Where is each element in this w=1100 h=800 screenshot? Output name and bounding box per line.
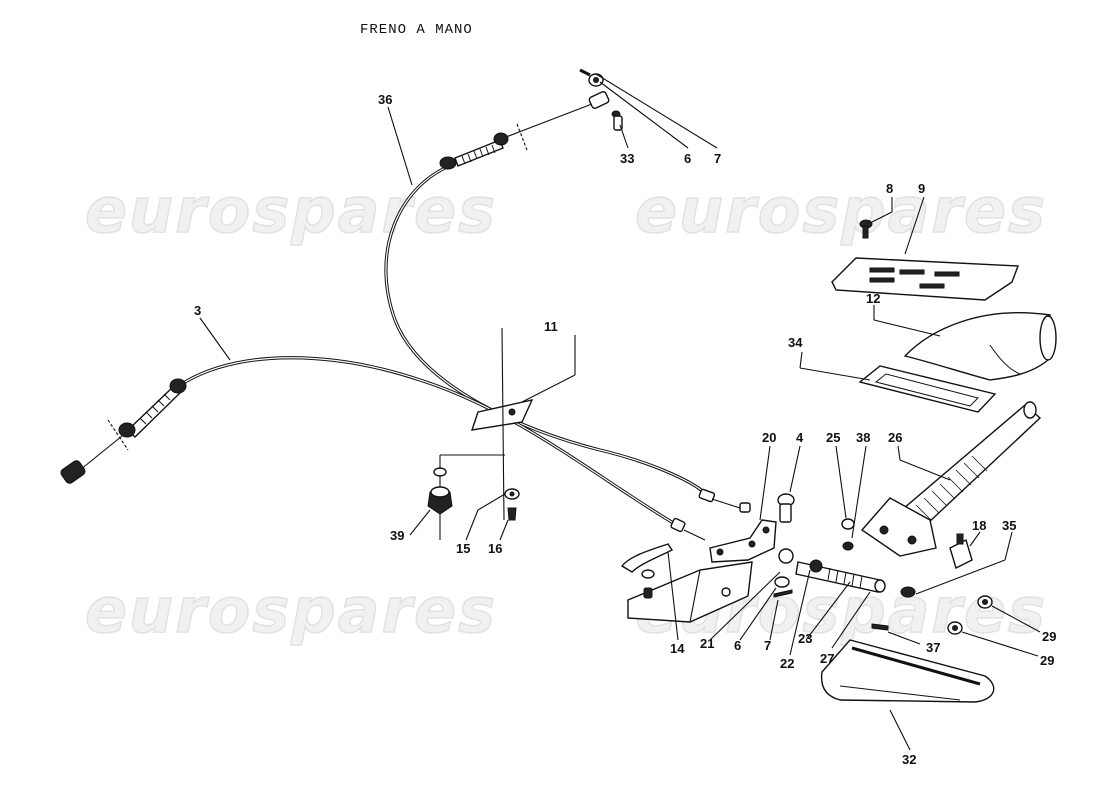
callout-27: 27 bbox=[820, 651, 834, 666]
callout-7-top: 7 bbox=[714, 151, 721, 166]
callout-3: 3 bbox=[194, 303, 201, 318]
callout-34: 34 bbox=[788, 335, 803, 350]
trim-plate-9 bbox=[831, 219, 1019, 301]
callout-15: 15 bbox=[456, 541, 470, 556]
leader-lines bbox=[199, 73, 1041, 751]
callout-37: 37 bbox=[926, 640, 940, 655]
callout-39: 39 bbox=[390, 528, 404, 543]
watermark-top-right: eurospares bbox=[635, 174, 1047, 247]
clip-14 bbox=[620, 543, 674, 599]
callout-12: 12 bbox=[866, 291, 880, 306]
callout-20: 20 bbox=[762, 430, 776, 445]
callout-38: 38 bbox=[856, 430, 870, 445]
cable-clamp-11 bbox=[470, 327, 534, 521]
callout-36: 36 bbox=[378, 92, 392, 107]
cable-3 bbox=[60, 356, 706, 541]
nut-washer-group-left bbox=[427, 454, 520, 540]
callout-6-top: 6 bbox=[684, 151, 691, 166]
callout-4: 4 bbox=[796, 430, 804, 445]
lever-bracket-20 bbox=[627, 519, 777, 623]
trim-frame-34 bbox=[858, 365, 997, 413]
diagram-title: FRENO A MANO bbox=[360, 22, 473, 38]
callout-25: 25 bbox=[826, 430, 840, 445]
callout-labels: 3 36 6 7 33 8 9 12 34 11 20 4 25 38 26 1… bbox=[194, 92, 1056, 767]
callout-18: 18 bbox=[972, 518, 986, 533]
screw-37 bbox=[871, 623, 889, 631]
bolt-4 bbox=[777, 493, 795, 523]
cable-36 bbox=[384, 91, 751, 513]
callout-23: 23 bbox=[798, 631, 812, 646]
callout-9: 9 bbox=[918, 181, 925, 196]
callout-22: 22 bbox=[780, 656, 794, 671]
callout-26: 26 bbox=[888, 430, 902, 445]
hand-lever-26 bbox=[841, 401, 1042, 557]
nuts-29 bbox=[947, 595, 993, 635]
callout-8: 8 bbox=[886, 181, 893, 196]
callout-35: 35 bbox=[1002, 518, 1016, 533]
rubber-boot-12 bbox=[903, 312, 1057, 381]
callout-7-bottom: 7 bbox=[764, 638, 771, 653]
callout-29-upper: 29 bbox=[1042, 629, 1056, 644]
adjuster-rod bbox=[773, 548, 916, 598]
callout-16: 16 bbox=[488, 541, 502, 556]
callout-32: 32 bbox=[902, 752, 916, 767]
tunnel-cover-32 bbox=[820, 639, 995, 703]
callout-29-lower: 29 bbox=[1040, 653, 1054, 668]
switch-18 bbox=[949, 533, 973, 569]
callout-14: 14 bbox=[670, 641, 685, 656]
watermark-top-left: eurospares bbox=[85, 174, 497, 247]
callout-21: 21 bbox=[700, 636, 714, 651]
callout-6-bottom: 6 bbox=[734, 638, 741, 653]
watermark-bottom-left: eurospares bbox=[85, 574, 497, 647]
watermark-group: eurospares eurospares eurospares eurospa… bbox=[84, 173, 1047, 648]
callout-11: 11 bbox=[544, 319, 558, 334]
pin-and-washer-top bbox=[579, 68, 604, 87]
callout-33: 33 bbox=[620, 151, 634, 166]
